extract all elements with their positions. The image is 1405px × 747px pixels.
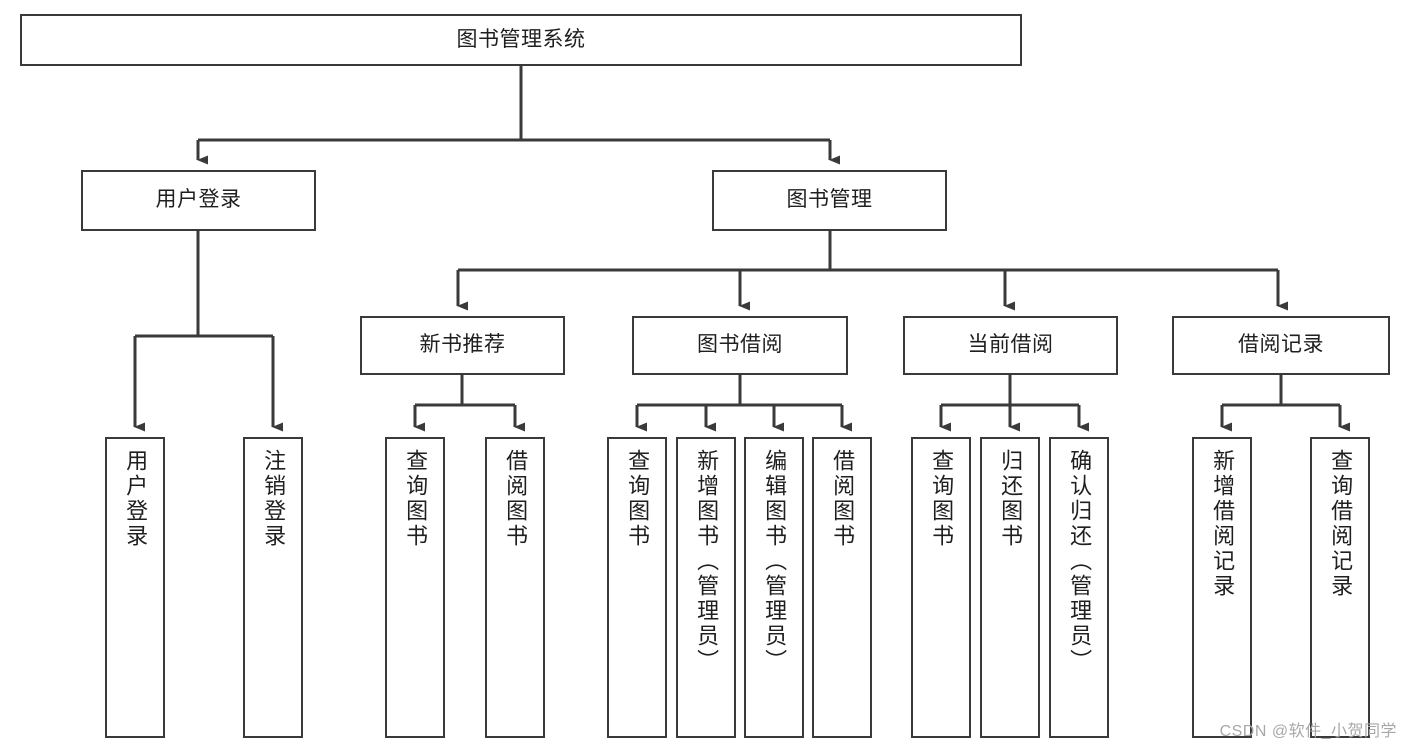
leaf-user-login-label: 用户登录 — [123, 449, 149, 549]
node-root[interactable]: 图书管理系统 — [20, 14, 1022, 66]
leaf-borrow-book-1-label: 借阅图书 — [503, 449, 529, 549]
leaf-query-book-1[interactable]: 查询图书 — [385, 437, 445, 738]
leaf-edit-book[interactable]: 编辑图书（管理员） — [744, 437, 804, 738]
leaf-query-book-2[interactable]: 查询图书 — [607, 437, 667, 738]
leaf-add-record[interactable]: 新增借阅记录 — [1192, 437, 1252, 738]
leaf-return-book[interactable]: 归还图书 — [980, 437, 1040, 738]
leaf-query-book-2-label: 查询图书 — [625, 449, 651, 549]
leaf-confirm-return[interactable]: 确认归还（管理员） — [1049, 437, 1109, 738]
leaf-user-login[interactable]: 用户登录 — [105, 437, 165, 738]
leaf-confirm-return-label: 确认归还（管理员） — [1067, 449, 1093, 674]
leaf-borrow-book-1[interactable]: 借阅图书 — [485, 437, 545, 738]
node-book-borrow-label: 图书借阅 — [697, 333, 783, 357]
leaf-query-record-label: 查询借阅记录 — [1328, 449, 1354, 599]
leaf-add-record-label: 新增借阅记录 — [1210, 449, 1236, 599]
leaf-query-book-3[interactable]: 查询图书 — [911, 437, 971, 738]
leaf-query-record[interactable]: 查询借阅记录 — [1310, 437, 1370, 738]
node-current-borrow-label: 当前借阅 — [967, 333, 1054, 357]
node-book-borrow[interactable]: 图书借阅 — [632, 316, 848, 375]
node-new-book-recommend[interactable]: 新书推荐 — [360, 316, 565, 375]
node-borrow-record-label: 借阅记录 — [1238, 333, 1324, 357]
node-user-login-label: 用户登录 — [155, 188, 242, 212]
leaf-logout[interactable]: 注销登录 — [243, 437, 303, 738]
leaf-borrow-book-2[interactable]: 借阅图书 — [812, 437, 872, 738]
leaf-edit-book-label: 编辑图书（管理员） — [762, 449, 788, 674]
leaf-query-book-3-label: 查询图书 — [929, 449, 955, 549]
node-user-login[interactable]: 用户登录 — [81, 170, 316, 231]
node-new-book-recommend-label: 新书推荐 — [419, 333, 506, 357]
node-book-management[interactable]: 图书管理 — [712, 170, 947, 231]
leaf-query-book-1-label: 查询图书 — [403, 449, 429, 549]
watermark-text: CSDN @软件_小贺同学 — [1219, 723, 1397, 740]
node-current-borrow[interactable]: 当前借阅 — [903, 316, 1118, 375]
leaf-borrow-book-2-label: 借阅图书 — [830, 449, 856, 549]
node-root-label: 图书管理系统 — [456, 27, 586, 51]
leaf-logout-label: 注销登录 — [261, 449, 287, 549]
leaf-add-book-label: 新增图书（管理员） — [694, 449, 720, 674]
leaf-add-book[interactable]: 新增图书（管理员） — [676, 437, 736, 738]
node-book-management-label: 图书管理 — [786, 188, 873, 212]
node-borrow-record[interactable]: 借阅记录 — [1172, 316, 1390, 375]
leaf-return-book-label: 归还图书 — [998, 449, 1024, 549]
